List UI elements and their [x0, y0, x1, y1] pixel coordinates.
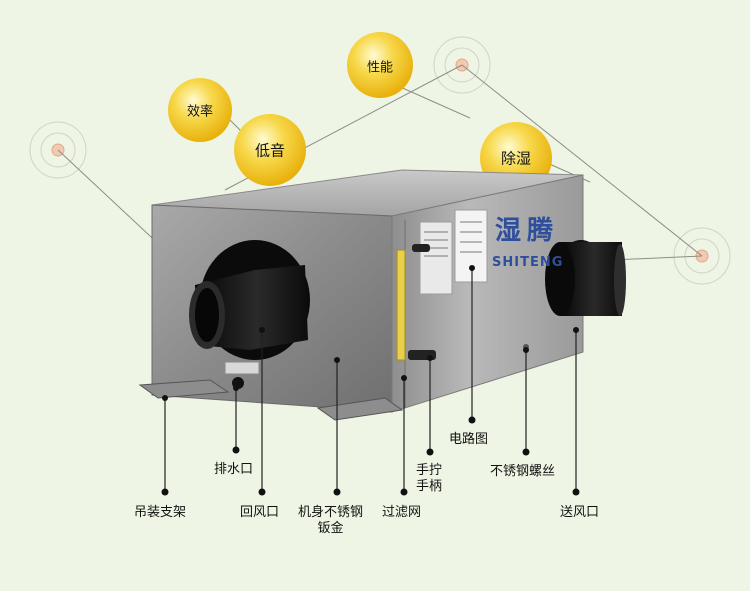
label-stainless-screw: 不锈钢螺丝	[490, 464, 556, 479]
target-ring-right	[673, 227, 731, 285]
label-body-material: 机身不锈钢 钣金	[298, 505, 363, 537]
bubble-low-noise	[234, 114, 306, 186]
label-hand-screw-line1: 手拧	[416, 463, 443, 478]
feature-low-noise-label: 低音	[254, 141, 286, 160]
spec-label	[419, 221, 453, 295]
dehumidifier-unit	[138, 169, 626, 421]
warning-label-strip	[396, 249, 406, 361]
circuit-diagram-plate	[454, 209, 488, 283]
feature-efficiency-label: 效率	[186, 104, 214, 120]
bubble-performance	[347, 32, 413, 98]
callout-lines	[164, 268, 577, 492]
label-hand-screw: 手拧 手柄	[416, 463, 442, 495]
label-body-material-line1: 机身不锈钢	[298, 505, 364, 520]
brand-name-cn: 湿腾	[495, 216, 560, 246]
brand-name-en: SHITENG	[492, 255, 564, 270]
hanging-bracket-right	[316, 397, 404, 421]
label-body-material-line2: 钣金	[317, 521, 344, 536]
label-hanging-bracket: 吊装支架	[134, 505, 187, 520]
label-drain-outlet: 排水口	[214, 462, 254, 477]
feature-performance-label: 性能	[366, 60, 394, 76]
label-supply-air: 送风口	[560, 505, 600, 520]
label-return-air: 回风口	[240, 505, 280, 520]
bubble-efficiency	[168, 78, 232, 142]
label-filter: 过滤网	[382, 505, 422, 520]
feature-dehumidify-label: 除湿	[500, 149, 532, 168]
model-sticker	[224, 361, 260, 375]
label-hand-screw-line2: 手柄	[416, 479, 443, 494]
callout-dots	[161, 265, 580, 496]
hanging-bracket-left	[138, 379, 230, 399]
label-circuit-diagram: 电路图	[449, 432, 489, 447]
